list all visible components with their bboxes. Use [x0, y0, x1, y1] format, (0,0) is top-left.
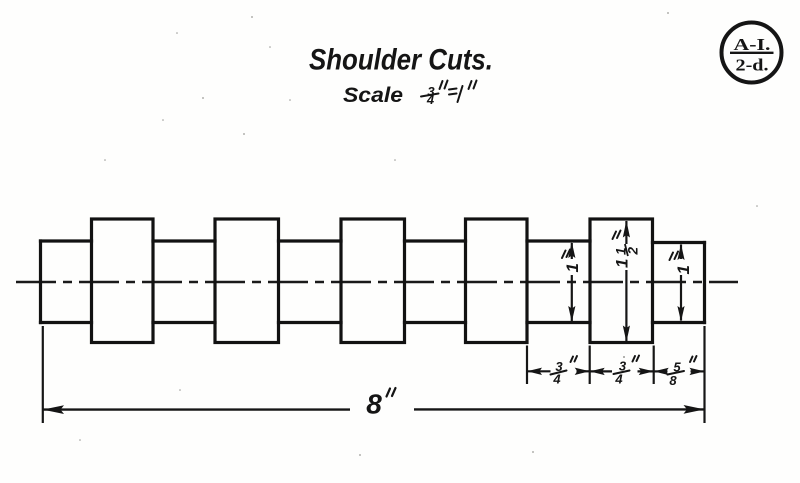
svg-text:5: 5	[673, 360, 681, 375]
svg-text:4: 4	[552, 372, 561, 387]
svg-text:1: 1	[612, 259, 631, 268]
svg-text:1: 1	[674, 265, 693, 274]
svg-text:1: 1	[563, 263, 582, 272]
svg-text:4: 4	[426, 92, 435, 107]
svg-text:3: 3	[555, 359, 563, 374]
svg-text:3: 3	[619, 359, 627, 374]
svg-text:1: 1	[613, 247, 628, 255]
svg-text:Scale: Scale	[343, 84, 403, 107]
svg-text:2-d.: 2-d.	[736, 56, 769, 75]
svg-text:8: 8	[366, 389, 382, 420]
svg-text:Shoulder Cuts.: Shoulder Cuts.	[309, 44, 493, 77]
svg-text:4: 4	[614, 372, 623, 387]
svg-text:3: 3	[427, 84, 435, 99]
svg-text:8: 8	[669, 373, 677, 388]
svg-text:A-I.: A-I.	[734, 35, 771, 54]
svg-text:2: 2	[625, 247, 640, 256]
